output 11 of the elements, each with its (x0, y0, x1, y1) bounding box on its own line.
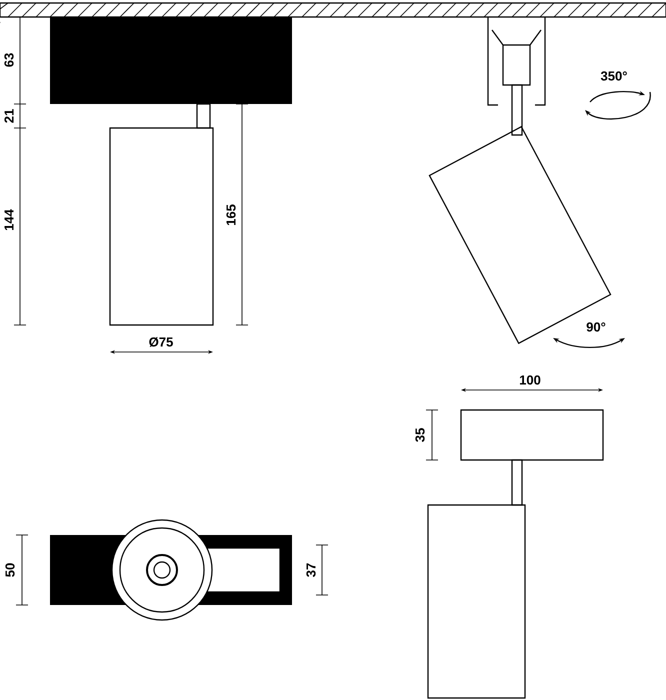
dimension-label: 100 (520, 375, 540, 385)
dimension-label: 37 (306, 563, 316, 577)
dimension-label: 165 (226, 204, 236, 226)
dimension-label: 35 (415, 428, 425, 442)
dimension-label: 21 (4, 109, 14, 123)
dimension-label: 90° (586, 322, 606, 332)
dimension-label: 144 (4, 209, 14, 230)
dimension-label: 350° (600, 71, 627, 81)
dimension-label: Ø75 (149, 337, 173, 347)
dimension-label: 63 (4, 53, 14, 67)
dimension-label: 50 (5, 563, 15, 577)
